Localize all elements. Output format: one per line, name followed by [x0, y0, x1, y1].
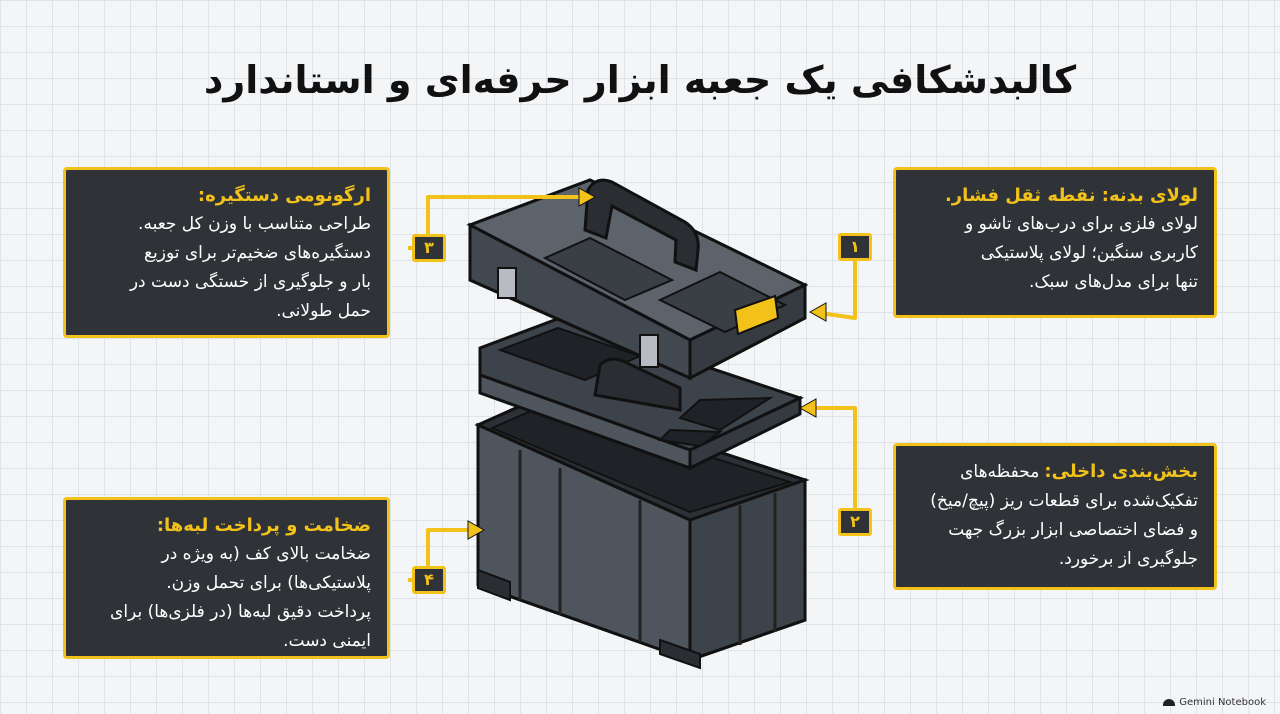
callout-line: جلوگیری از برخورد. — [1058, 549, 1198, 569]
badge-number-3: ۳ — [412, 234, 446, 262]
callout-heading: لولای بدنه: نقطه ثقل فشار. — [944, 185, 1198, 206]
callout-line: حمل طولانی. — [276, 301, 371, 321]
callout-heading: بخش‌بندی داخلی: — [1044, 461, 1198, 482]
footer-watermark: Gemini Notebook — [1163, 697, 1266, 708]
arrowhead-1 — [808, 302, 827, 322]
callout-thickness-edges: ضخامت و پرداخت لبه‌ها: ضخامت بالای کف (ب… — [63, 497, 390, 659]
callout-line: کاربری سنگین؛ لولای پلاستیکی — [980, 243, 1198, 263]
callout-line: طراحی متناسب با وزن کل جعبه. — [138, 214, 371, 234]
callout-line: پلاستیکی‌ها) برای تحمل وزن. — [166, 573, 371, 593]
footer-text: Gemini Notebook — [1179, 697, 1266, 708]
callout-line: تنها برای مدل‌های سبک. — [1028, 272, 1198, 292]
callout-heading: ارگونومی دستگیره: — [197, 185, 371, 206]
arrowhead-4 — [467, 520, 486, 540]
toolbox-tray — [478, 316, 805, 471]
toolbox-lid — [466, 178, 809, 381]
callout-line: بار و جلوگیری از خستگی دست در — [129, 272, 371, 292]
callout-line: تفکیک‌شده برای قطعات ریز (پیچ/میخ) — [930, 491, 1198, 511]
gemini-logo-icon — [1163, 699, 1176, 706]
arrowhead-3 — [578, 187, 597, 207]
callout-line: دستگیره‌های ضخیم‌تر برای توزیع — [143, 243, 371, 263]
page-title: کالبدشکافی یک جعبه ابزار حرفه‌ای و استان… — [203, 58, 1077, 102]
callout-line: ایمنی دست. — [283, 631, 371, 651]
badge-number-2: ۲ — [838, 508, 872, 536]
toolbox-bottom-bin — [474, 393, 810, 670]
callout-heading-suffix: محفظه‌های — [960, 462, 1040, 482]
connector-arrowheads — [467, 187, 827, 540]
arrowhead-2 — [798, 398, 817, 418]
callout-internal-compartments: بخش‌بندی داخلی: محفظه‌های تفکیک‌شده برای… — [893, 443, 1217, 590]
callout-line: ضخامت بالای کف (به ویژه در — [161, 544, 372, 564]
callout-heading: ضخامت و پرداخت لبه‌ها: — [156, 515, 371, 536]
callout-line: و فضای اختصاصی ابزار بزرگ جهت — [948, 520, 1198, 540]
connector-2 — [810, 406, 872, 524]
callout-body-hinge: لولای بدنه: نقطه ثقل فشار. لولای فلزی بر… — [893, 167, 1217, 318]
callout-handle-ergonomics: ارگونومی دستگیره: طراحی متناسب با وزن کل… — [63, 167, 390, 338]
callout-line: لولای فلزی برای درب‌های تاشو و — [965, 214, 1198, 234]
badge-number-4: ۴ — [412, 566, 446, 594]
badge-number-1: ۱ — [838, 233, 872, 261]
callout-line: پرداخت دقیق لبه‌ها (در فلزی‌ها) برای — [110, 602, 371, 622]
